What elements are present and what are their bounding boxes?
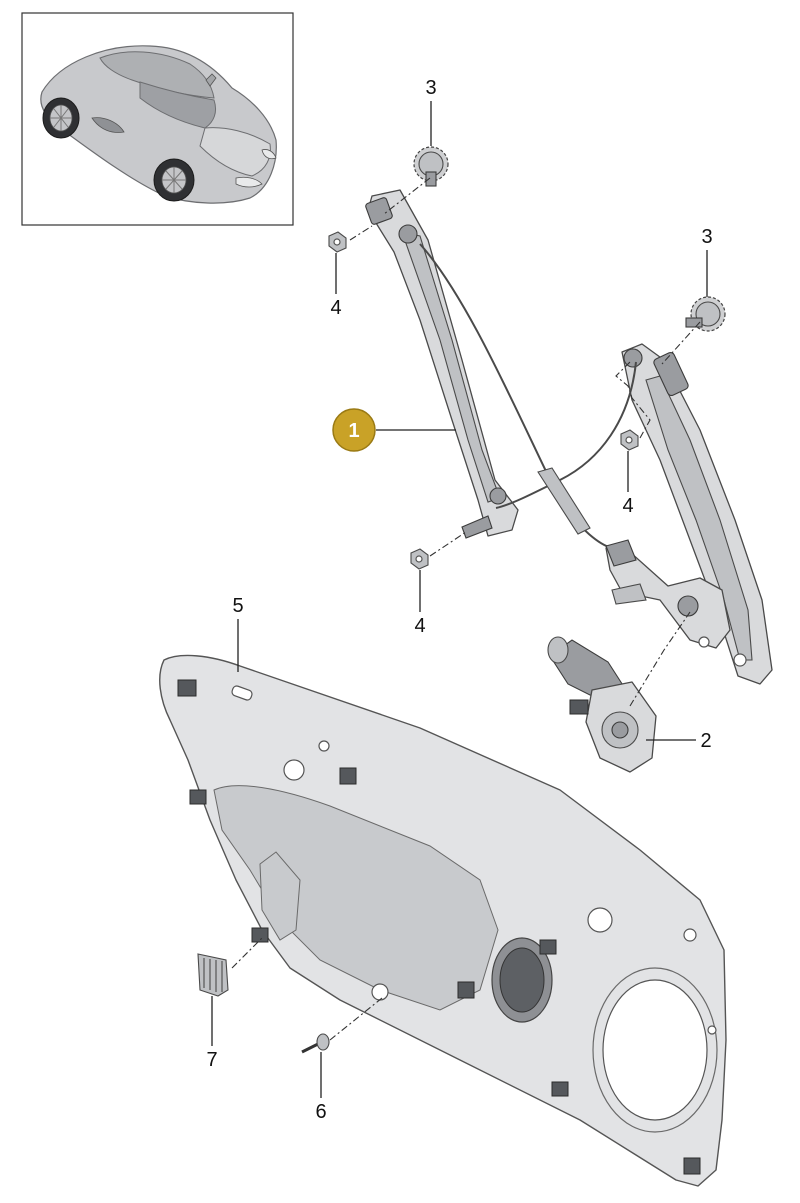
panel-hole-1 <box>283 759 305 781</box>
car-illustration <box>40 45 277 204</box>
cable-sleeve <box>537 467 591 535</box>
panel-hole-3 <box>371 983 389 1001</box>
mount-bracket <box>611 583 647 605</box>
callout-3-label[interactable]: 3 <box>425 77 436 99</box>
dashline-nut-top <box>349 225 373 241</box>
callout-6-label[interactable]: 6 <box>315 1101 326 1123</box>
dashline-sprocket-top <box>383 177 431 215</box>
callout-1[interactable]: 1 <box>332 408 376 452</box>
nut-top-left[interactable] <box>328 231 347 253</box>
window-regulator[interactable] <box>365 189 773 685</box>
panel-hole-6 <box>707 1025 717 1035</box>
dashline-motor <box>629 611 691 707</box>
callout-7-label[interactable]: 7 <box>206 1049 217 1071</box>
motor-endcap <box>547 636 569 664</box>
drum <box>677 595 699 617</box>
pin-head <box>316 1033 330 1051</box>
pulley-top-left <box>398 224 418 244</box>
clip-ribs <box>203 958 223 992</box>
callout-3-label[interactable]: 3 <box>701 226 712 248</box>
callout-1-label: 1 <box>348 420 359 442</box>
panel-hole-2 <box>587 907 613 933</box>
nut-bore <box>625 436 633 444</box>
motor-connector <box>569 699 589 715</box>
gearbox-spindle <box>611 721 629 739</box>
cable-spring <box>605 539 637 567</box>
nut-bottom[interactable] <box>410 548 429 570</box>
callout-4-label[interactable]: 4 <box>414 615 425 637</box>
panel-clip-4 <box>251 927 269 943</box>
slider-left <box>365 197 393 225</box>
carrier-rib <box>259 851 301 941</box>
pulley-bottom-left <box>489 487 507 505</box>
pulley-top-right <box>623 348 643 368</box>
clip-body <box>197 953 229 997</box>
speaker-ring <box>592 967 718 1133</box>
door-assembly-carrier[interactable] <box>159 654 727 1187</box>
dashline-clip-7 <box>231 937 263 969</box>
panel-clip-1 <box>177 679 197 697</box>
panel-clip-7 <box>551 1081 569 1097</box>
panel-clip-6 <box>539 939 557 955</box>
callout-2-label[interactable]: 2 <box>700 730 711 752</box>
panel-slot <box>231 685 253 701</box>
sprocket-right[interactable] <box>685 296 726 332</box>
panel-clip-2 <box>339 767 357 785</box>
rail-right-channel <box>645 375 753 661</box>
sprocket-top[interactable] <box>413 146 449 187</box>
callout-1-badge <box>332 408 376 452</box>
window-motor[interactable] <box>547 636 657 773</box>
nut-bore <box>333 238 341 246</box>
rail-left-channel <box>401 231 501 503</box>
dashline-pin-6 <box>329 997 383 1041</box>
pin-shank <box>301 1042 319 1054</box>
callout-4-label[interactable]: 4 <box>330 297 341 319</box>
leader-lines <box>211 101 708 1098</box>
panel-clip-5 <box>457 981 475 999</box>
sprocket-shaft-right <box>685 317 703 328</box>
sprocket-shaft-top <box>425 171 437 187</box>
duct-inner <box>499 947 545 1013</box>
panel-clip-3 <box>189 789 207 805</box>
dashline-nut-bottom <box>429 531 467 557</box>
nut-bore <box>415 555 423 563</box>
panel-clip-8 <box>683 1157 701 1175</box>
speaker-opening <box>602 979 708 1121</box>
dashline-sprocket-right <box>661 321 701 365</box>
callout-4-label[interactable]: 4 <box>622 495 633 517</box>
mount-bolt <box>461 515 493 539</box>
assembly-lines <box>231 177 701 1041</box>
vehicle-thumbnail[interactable] <box>21 12 294 226</box>
cable-1 <box>419 243 613 549</box>
panel-hole-5 <box>683 928 697 942</box>
cable-2 <box>495 361 637 509</box>
panel-hole-4 <box>318 740 330 752</box>
rail-right-hole <box>733 653 747 667</box>
carrier-recess <box>213 785 499 1011</box>
clip-part-7[interactable] <box>197 953 229 997</box>
regulator-rail-left <box>367 189 519 537</box>
pin-part-6[interactable] <box>301 1033 330 1054</box>
mount-hole-1 <box>698 636 710 648</box>
nut-right[interactable] <box>620 429 639 451</box>
callout-5-label[interactable]: 5 <box>232 595 243 617</box>
dashline-nut-right <box>615 359 651 439</box>
